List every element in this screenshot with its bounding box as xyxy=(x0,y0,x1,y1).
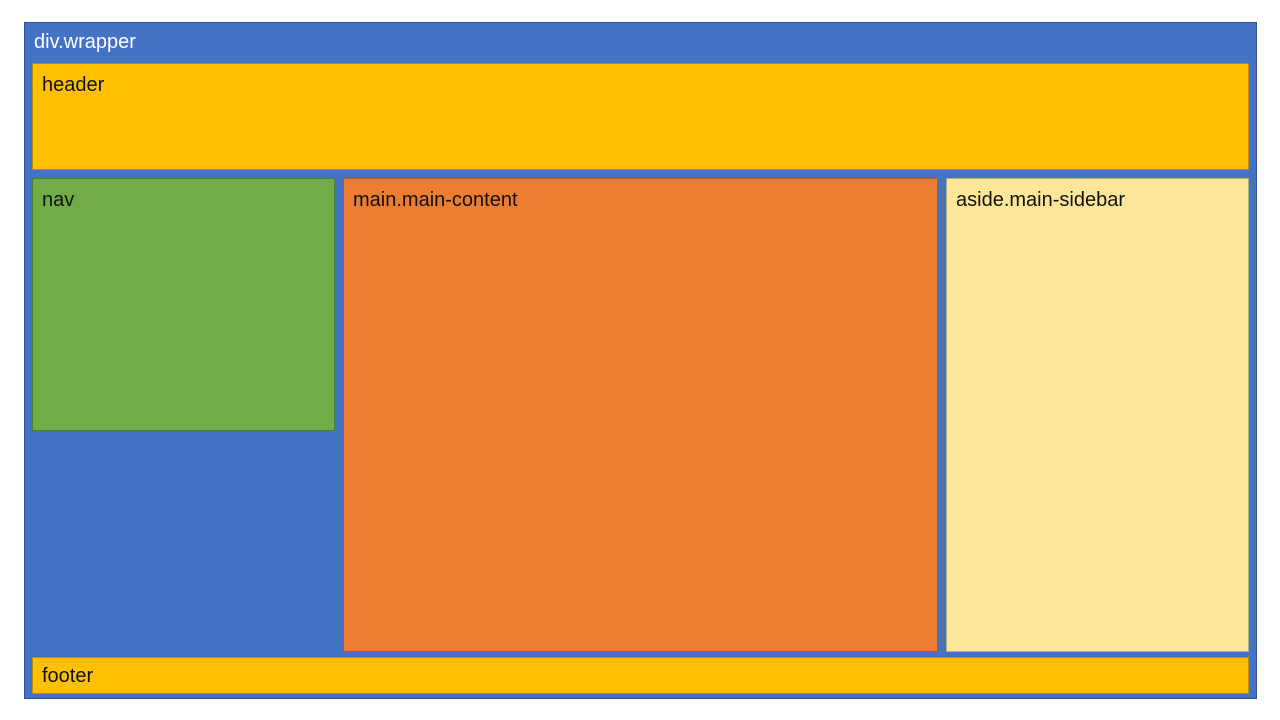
wrapper-label: div.wrapper xyxy=(34,31,136,53)
nav-box: nav xyxy=(32,178,335,431)
footer-box: footer xyxy=(32,657,1249,694)
main-sidebar-label: aside.main-sidebar xyxy=(956,189,1125,211)
header-box: header xyxy=(32,63,1249,170)
footer-label: footer xyxy=(42,665,94,687)
nav-label: nav xyxy=(42,189,75,211)
main-content-label: main.main-content xyxy=(353,189,518,211)
main-sidebar-box: aside.main-sidebar xyxy=(946,178,1249,652)
header-label: header xyxy=(42,74,105,96)
main-content-box: main.main-content xyxy=(343,178,938,652)
